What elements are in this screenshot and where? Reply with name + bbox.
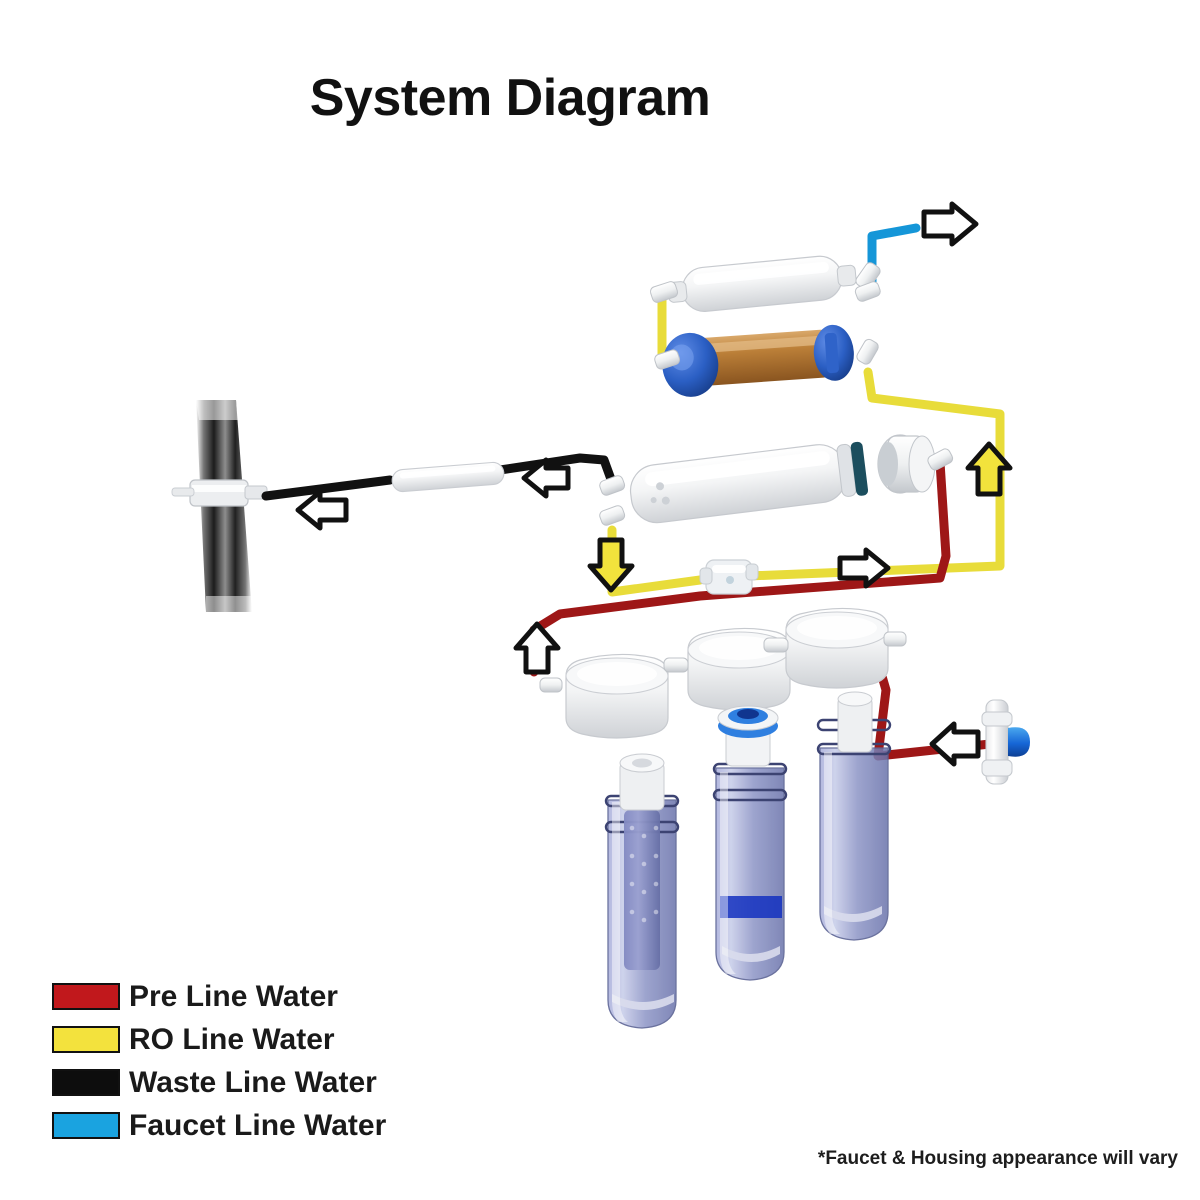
ro-membrane-fittings (599, 448, 954, 526)
ro-membrane-cap (877, 434, 936, 494)
ro-membrane-housing (629, 441, 869, 524)
legend: Pre Line Water RO Line Water Waste Line … (52, 975, 386, 1147)
flow-restrictor (391, 461, 505, 493)
legend-label-pre: Pre Line Water (129, 979, 338, 1013)
feed-left-arrow (929, 721, 981, 767)
faucet-out-arrow (921, 201, 979, 247)
page-title: System Diagram (0, 68, 1200, 128)
check-valve (699, 559, 759, 595)
legend-swatch-pre (52, 983, 120, 1010)
ro-down-arrow (587, 537, 635, 593)
filter-housing-cap-1 (539, 653, 669, 739)
legend-item-pre: Pre Line Water (52, 975, 386, 1018)
legend-item-faucet: Faucet Line Water (52, 1104, 386, 1147)
legend-swatch-ro (52, 1026, 120, 1053)
waste-arrow-1 (295, 489, 349, 531)
post-carbon-filter (667, 255, 857, 312)
filter-housing-2 (712, 705, 788, 981)
mineral-cartridge (662, 324, 854, 397)
ro-up-arrow (965, 441, 1013, 497)
legend-item-ro: RO Line Water (52, 1018, 386, 1061)
legend-swatch-faucet (52, 1112, 120, 1139)
legend-label-waste: Waste Line Water (129, 1065, 377, 1099)
filter-housing-cap-3 (763, 607, 907, 689)
legend-item-waste: Waste Line Water (52, 1061, 386, 1104)
mineral-cartridge-fittings (654, 338, 879, 370)
legend-label-ro: RO Line Water (129, 1022, 335, 1056)
pre-up-arrow (513, 621, 561, 675)
legend-label-faucet: Faucet Line Water (129, 1108, 387, 1142)
filter-housing-3 (816, 691, 892, 941)
filter-housing-1 (604, 753, 680, 1029)
drain-saddle-clamp (171, 479, 268, 507)
waste-arrow-2 (521, 457, 571, 499)
feed-water-valve (981, 699, 1030, 785)
footnote: *Faucet & Housing appearance will vary (817, 1148, 1178, 1169)
post-carbon-fittings (649, 262, 881, 303)
page-title-text: System Diagram (309, 69, 711, 127)
ro-right-arrow (837, 547, 891, 589)
legend-swatch-waste (52, 1069, 120, 1096)
